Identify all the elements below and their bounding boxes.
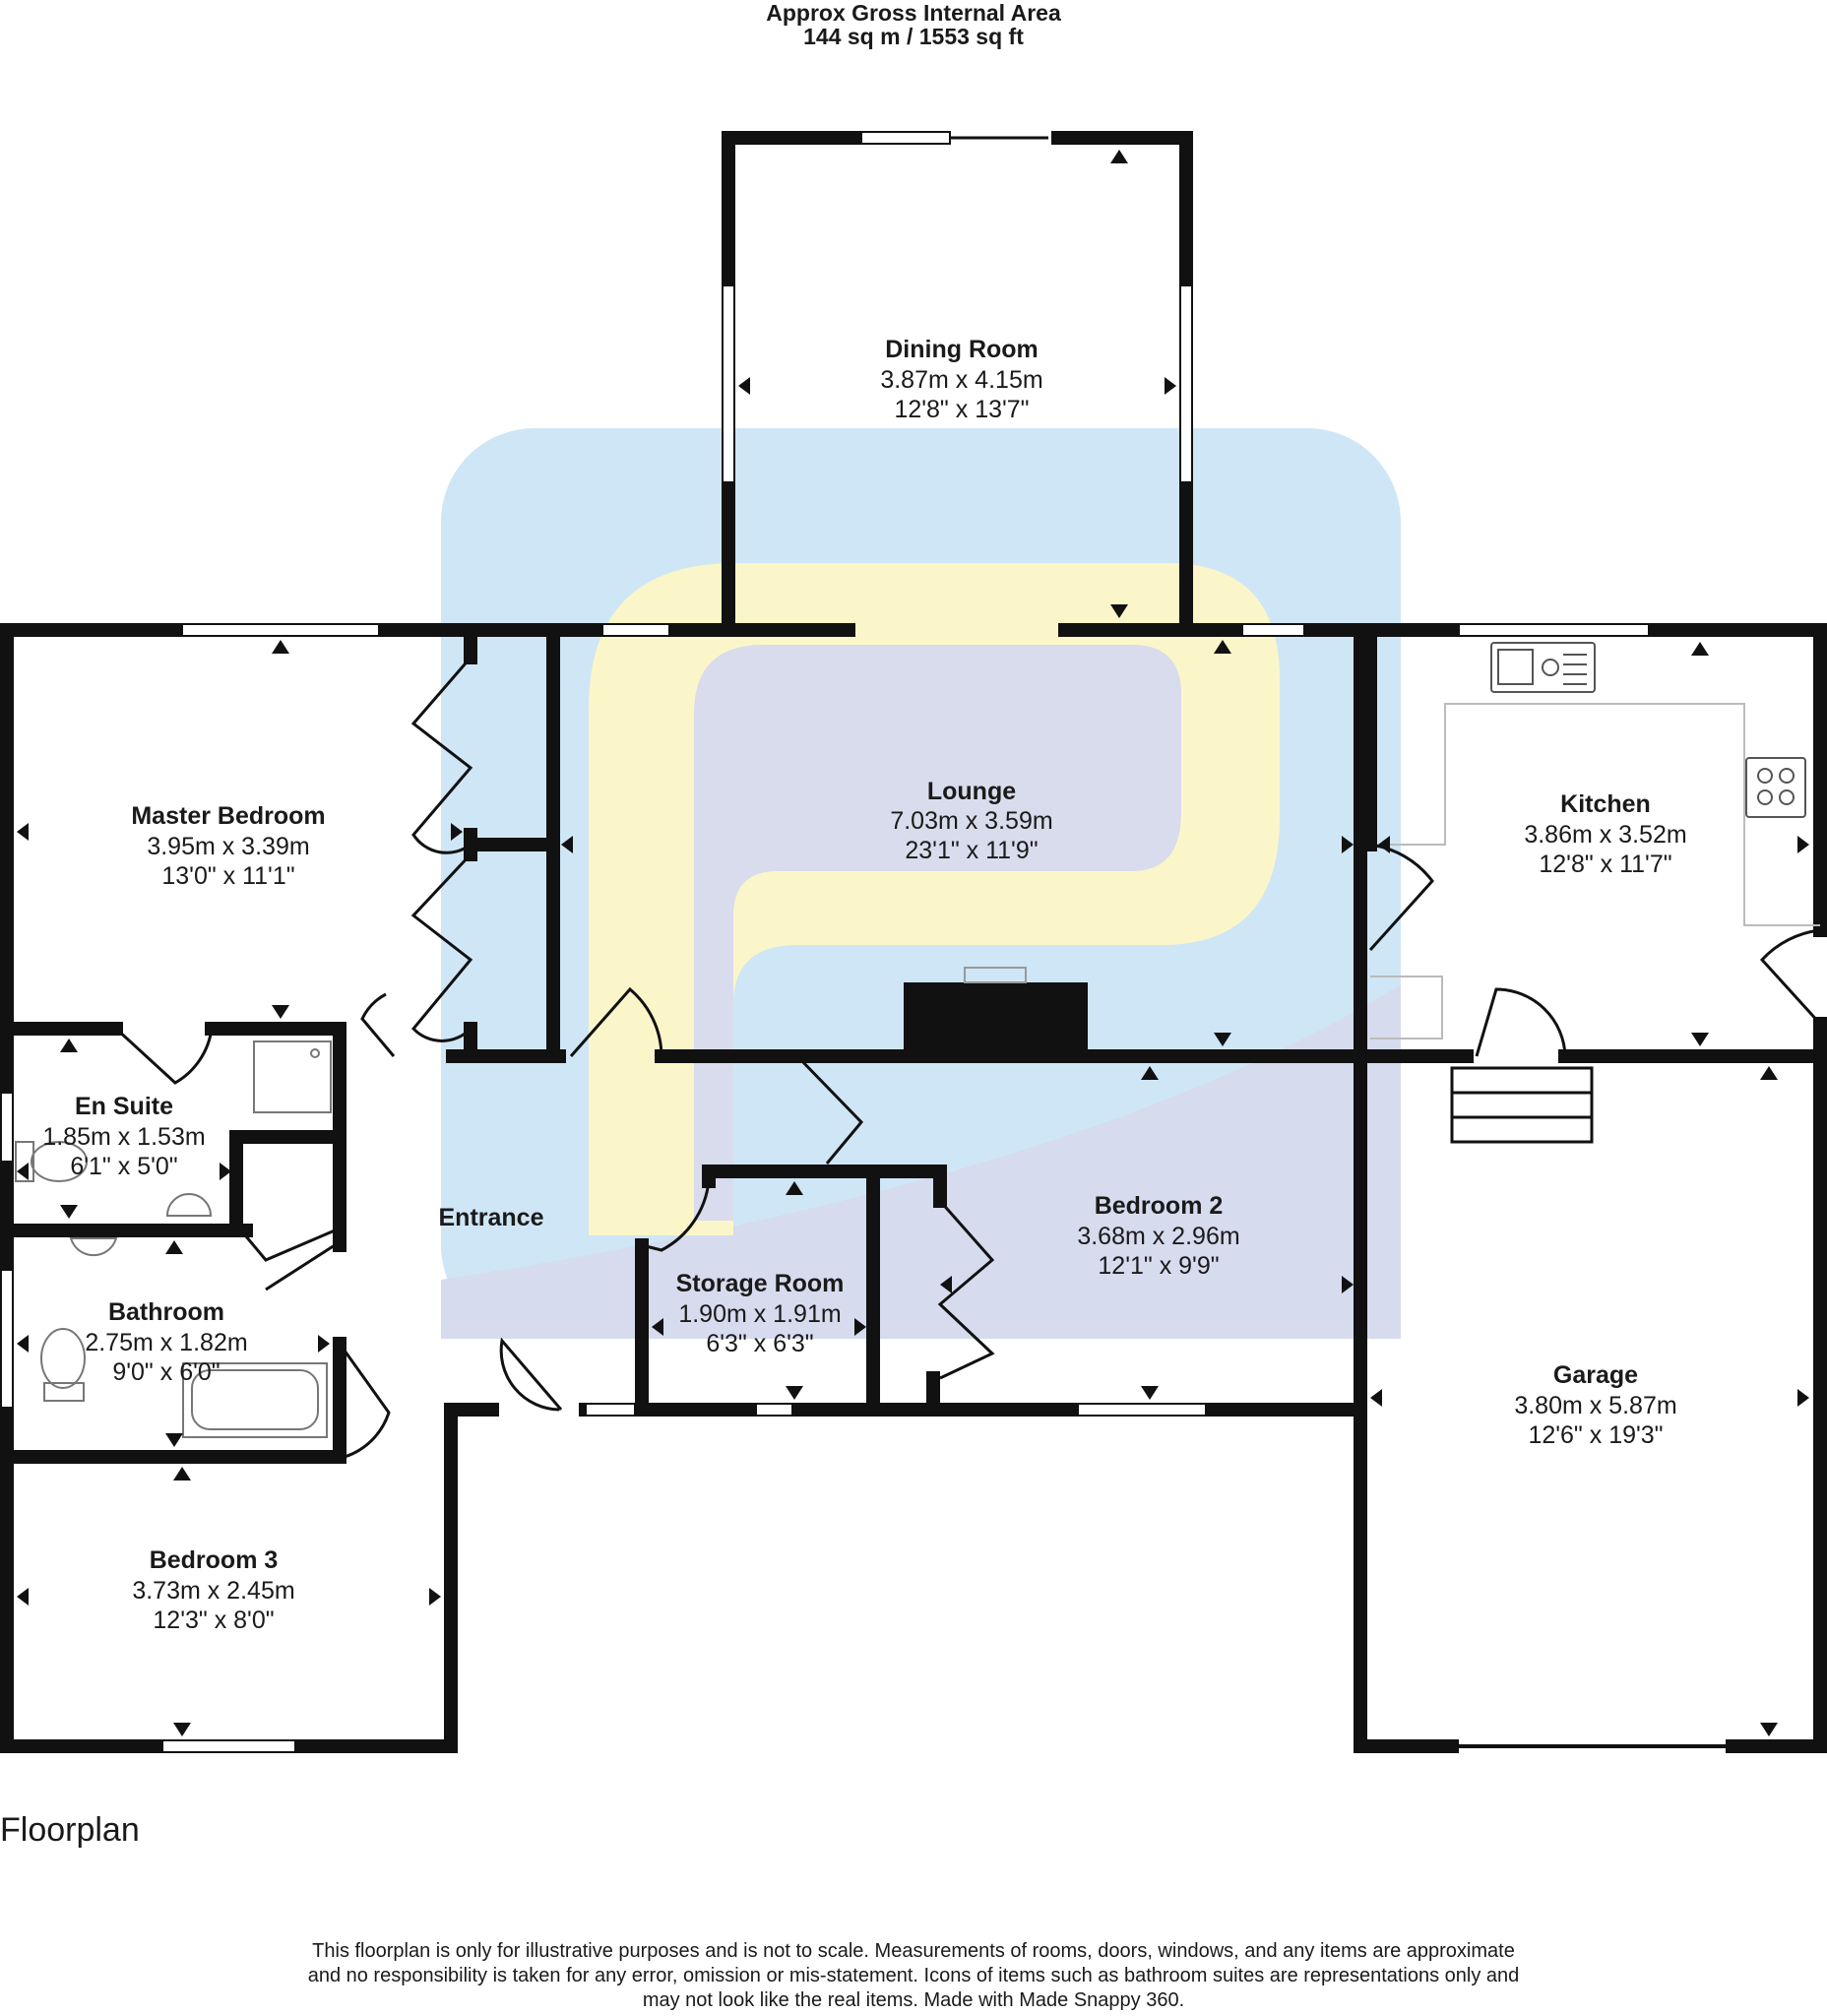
dimension-arrow-icon: [17, 150, 1809, 1736]
room-dimensions-imperial: 12'8" x 13'7": [894, 396, 1029, 423]
room-dimensions-metric: 3.87m x 4.15m: [880, 366, 1042, 394]
area-value: 144 sq m / 1553 sq ft: [803, 24, 1024, 49]
room-dimensions-imperial: 12'3" x 8'0": [153, 1606, 274, 1634]
room-dimensions-imperial: 6'3" x 6'3": [706, 1330, 813, 1357]
room-dimensions-imperial: 12'6" x 19'3": [1528, 1421, 1663, 1449]
kitchen-units: [1370, 703, 1820, 1040]
room-name: En Suite: [75, 1093, 173, 1120]
room-dimensions-imperial: 12'8" x 11'7": [1539, 850, 1671, 878]
area-title: Approx Gross Internal Area: [766, 0, 1061, 26]
sink-icon: [1490, 642, 1596, 693]
hob-icon: [1745, 757, 1806, 818]
room-name: Master Bedroom: [131, 802, 325, 830]
room-dimensions-metric: 3.80m x 5.87m: [1514, 1392, 1676, 1419]
room-dimensions-imperial: 6'1" x 5'0": [70, 1153, 177, 1180]
room-name: Garage: [1553, 1361, 1638, 1389]
bath-icon: [182, 1362, 328, 1438]
room-dimensions-metric: 1.85m x 1.53m: [42, 1123, 205, 1151]
room-name: Bedroom 3: [150, 1546, 279, 1574]
room-labels: Dining Room 3.87m x 4.15m 12'8" x 13'7" …: [42, 336, 1686, 1634]
disclaimer-line: This floorplan is only for illustrative …: [312, 1940, 1515, 1962]
room-dimensions-imperial: 12'1" x 9'9": [1098, 1252, 1219, 1280]
watermark-logo: [441, 428, 1401, 1339]
room-name: Bedroom 2: [1095, 1192, 1224, 1220]
room-dimensions-metric: 3.68m x 2.96m: [1077, 1223, 1239, 1250]
doors: [114, 657, 1822, 1459]
room-name: Lounge: [927, 778, 1016, 805]
room-dimensions-imperial: 13'0" x 11'1": [161, 862, 294, 890]
room-name: Entrance: [439, 1204, 544, 1231]
room-dimensions-imperial: 23'1" x 11'9": [905, 837, 1038, 864]
stairs-icon: [1450, 1066, 1594, 1144]
room-dimensions-metric: 7.03m x 3.59m: [890, 807, 1052, 835]
walls: [0, 131, 1827, 1753]
windows: [0, 131, 1650, 1753]
fireplace-icon: [904, 967, 1088, 1056]
room-dimensions-metric: 3.73m x 2.45m: [132, 1577, 294, 1605]
shower-tray-icon: [253, 1040, 332, 1113]
sink-icon: [69, 1193, 213, 1257]
room-name: Dining Room: [885, 336, 1039, 363]
room-dimensions-metric: 3.95m x 3.39m: [147, 833, 309, 860]
room-name: Kitchen: [1560, 790, 1651, 818]
disclaimer-line: may not look like the real items. Made w…: [642, 1989, 1185, 2011]
room-name: Storage Room: [676, 1270, 845, 1297]
disclaimer-line: and no responsibility is taken for any e…: [307, 1965, 1520, 1986]
toilet-icon: [15, 1141, 88, 1182]
room-dimensions-metric: 3.86m x 3.52m: [1524, 821, 1686, 849]
room-dimensions-metric: 2.75m x 1.82m: [85, 1329, 247, 1356]
disclaimer: This floorplan is only for illustrative …: [224, 1939, 1603, 2013]
toilet-icon: [40, 1328, 86, 1402]
room-dimensions-metric: 1.90m x 1.91m: [678, 1300, 841, 1328]
plan-title: Floorplan: [0, 1811, 140, 1849]
room-dimensions-imperial: 9'0" x 6'0": [112, 1358, 220, 1386]
room-name: Bathroom: [108, 1298, 224, 1326]
